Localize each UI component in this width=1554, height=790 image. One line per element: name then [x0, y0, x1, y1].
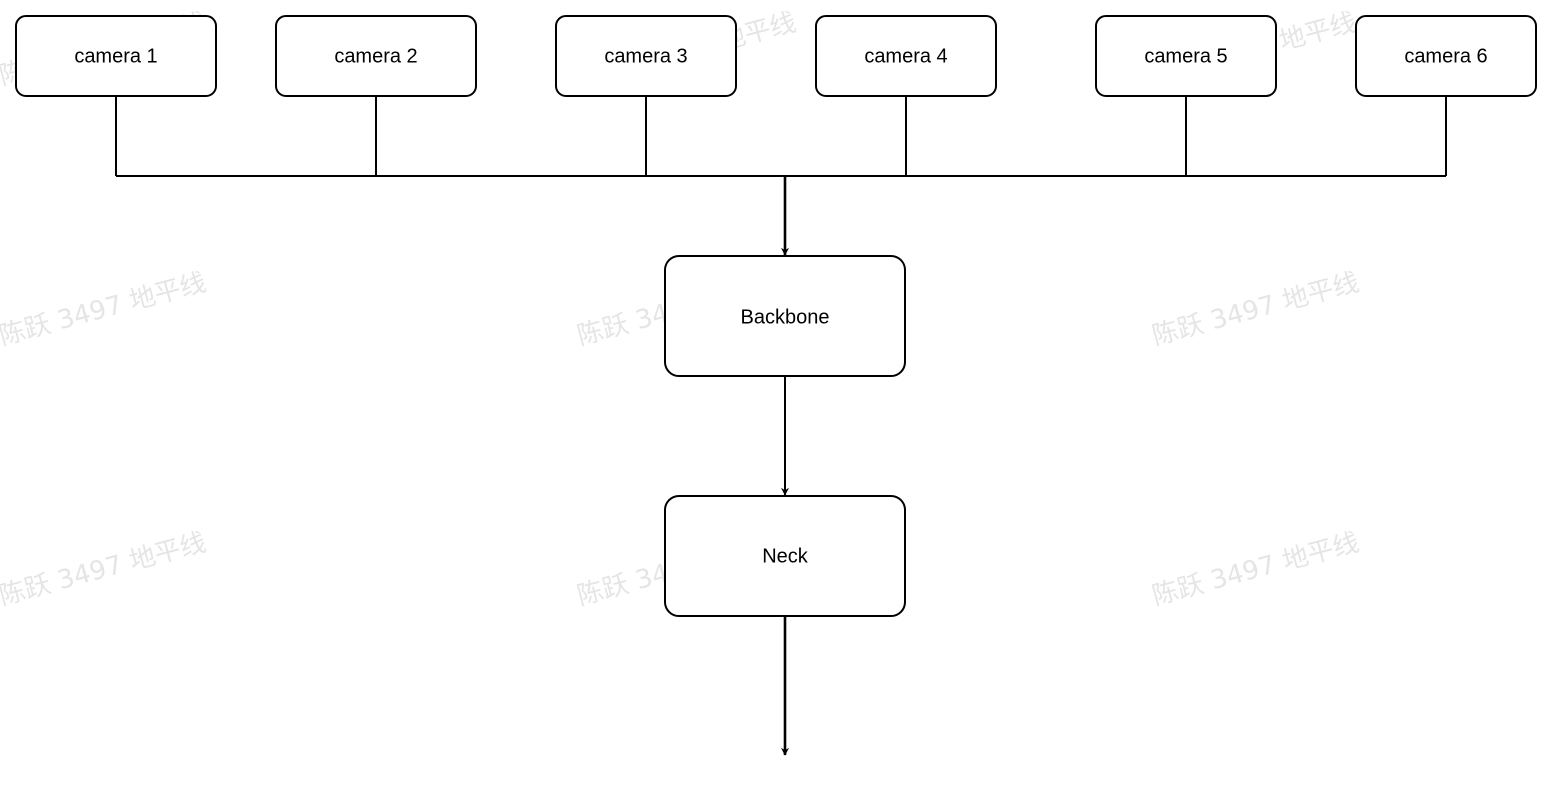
neck-box	[664, 495, 906, 617]
camera-label: camera 4	[864, 45, 947, 67]
backbone-box	[664, 255, 906, 377]
camera-label: camera 1	[74, 45, 157, 67]
camera-box	[555, 15, 737, 97]
camera-box	[815, 15, 997, 97]
camera-label: camera 3	[604, 45, 687, 67]
watermark-text: 陈跃 3497 地平线	[1149, 268, 1362, 352]
camera-node-6[interactable]: camera 6	[1355, 15, 1537, 97]
watermark-text: 陈跃 3497 地平线	[0, 528, 209, 612]
camera-label: camera 6	[1404, 45, 1487, 67]
camera-box	[1095, 15, 1277, 97]
camera-node-2[interactable]: camera 2	[275, 15, 477, 97]
backbone-label: Backbone	[741, 306, 830, 328]
camera-box	[1355, 15, 1537, 97]
camera-node-1[interactable]: camera 1	[15, 15, 217, 97]
camera-row: camera 1 camera 2 camera 3 camera 4 came…	[15, 15, 1537, 97]
camera-node-5[interactable]: camera 5	[1095, 15, 1277, 97]
camera-node-4[interactable]: camera 4	[815, 15, 997, 97]
neck-label: Neck	[762, 545, 809, 567]
backbone-node[interactable]: Backbone	[664, 255, 906, 377]
watermark-text: 陈跃 3497 地平线	[1149, 528, 1362, 612]
watermark-text: 陈跃 3497 地平线	[0, 268, 209, 352]
connector-edges	[115, 96, 1447, 756]
camera-node-3[interactable]: camera 3	[555, 15, 737, 97]
camera-box	[275, 15, 477, 97]
camera-label: camera 2	[334, 45, 417, 67]
neck-node[interactable]: Neck	[664, 495, 906, 617]
camera-label: camera 5	[1144, 45, 1227, 67]
camera-box	[15, 15, 217, 97]
